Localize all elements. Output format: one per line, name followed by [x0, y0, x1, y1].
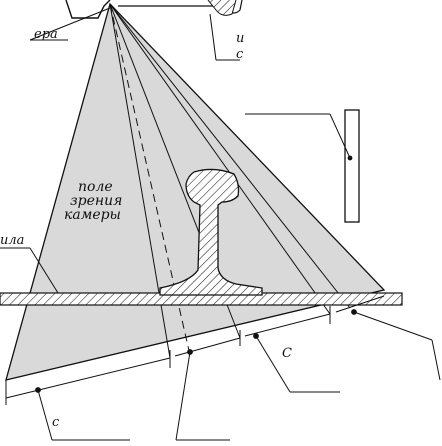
left-mid-label: ила	[0, 233, 24, 248]
camera-housing	[65, 0, 243, 61]
fov-label-line3: камеры	[64, 207, 121, 223]
side-sensor	[245, 109, 360, 223]
top-left-label: ера	[34, 27, 58, 42]
top-left-leader	[29, 7, 111, 41]
top-right-label-1: и	[236, 31, 244, 46]
dimension-lines	[5, 295, 441, 441]
fov-label-line2: зрения	[70, 193, 122, 209]
bottom-left-label: с	[52, 415, 60, 430]
top-right-label-2: с	[236, 47, 244, 62]
rail-profile	[159, 168, 263, 296]
bottom-dim-label: С	[282, 346, 292, 361]
plate-leader	[0, 247, 59, 294]
fov-label-line1: поле	[78, 179, 113, 195]
